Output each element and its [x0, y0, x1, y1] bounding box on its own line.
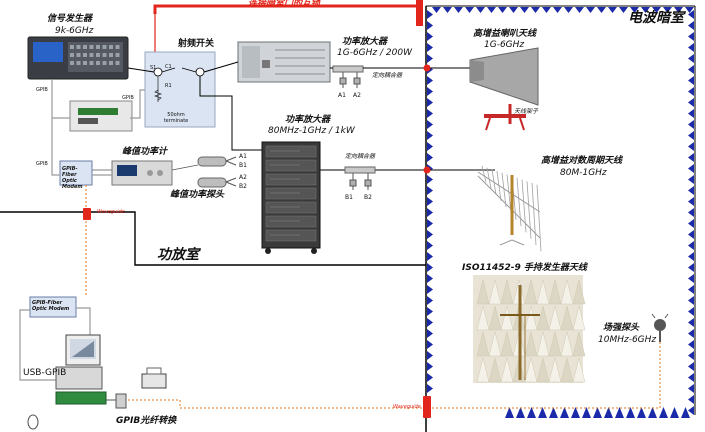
- meter-port-a1: A1: [239, 153, 247, 160]
- gpib-cables: [19, 79, 145, 381]
- meter-port-a2: A2: [239, 174, 247, 181]
- anechoic-chamber-wall: [425, 5, 696, 432]
- field-probe-range: 10MHz-6GHz: [598, 335, 657, 345]
- signal-generator-device: [27, 36, 129, 80]
- switch-port-r1: R1: [165, 83, 172, 89]
- coupler-1-port-a1: A1: [338, 92, 346, 99]
- switch-port-c1: C1: [165, 64, 172, 70]
- coupler-1-port-a2: A2: [353, 92, 361, 99]
- meter-port-b2: B2: [239, 183, 247, 190]
- horn-antenna-title: 高增益喇叭天线: [473, 29, 537, 39]
- coupler-1-label: 定向耦合器: [372, 72, 403, 79]
- amplifier-2-spec: 80MHz-1GHz / 1kW: [268, 126, 355, 136]
- gpib-fiber-converter-label: GPIB光纤转换: [116, 416, 177, 426]
- signal-generator-title: 信号发生器: [47, 14, 93, 24]
- coupler-2-port-b2: B2: [364, 194, 372, 201]
- fiber-modem-1-label: GPIB-Fiber Optic Modem: [62, 166, 83, 190]
- printer-device: [141, 367, 167, 389]
- field-probe-device: [651, 313, 669, 342]
- peak-power-probes: [197, 156, 237, 188]
- rf-cables: [90, 61, 495, 171]
- coupler-2-port-b1: B1: [345, 194, 353, 201]
- gpib-fiber-converter-box: [115, 393, 127, 409]
- waveguide-markers: [83, 208, 431, 418]
- peak-power-meter-device: [111, 160, 173, 186]
- amplifier-1-title: 功率放大器: [342, 37, 388, 47]
- amplifier-2-title: 功率放大器: [285, 115, 331, 125]
- fiber-optic-lines: [85, 185, 661, 409]
- waveguide-label-1: Waveguide: [97, 209, 125, 215]
- rf-switch-label: 射频开关: [178, 39, 215, 49]
- power-amplifier-2-device: [261, 141, 321, 254]
- amp-room-boundary: [0, 211, 426, 266]
- lpda-antenna-device: [477, 165, 542, 252]
- waveguide-label-2: Waveguide: [393, 404, 421, 410]
- iso-antenna-label: ISO11452-9 手持发生器天线: [462, 263, 587, 273]
- gpib-label-1: GPIB: [36, 87, 48, 93]
- usb-gpib-label: USB-GPIB: [23, 368, 67, 378]
- peak-probe-label: 峰值功率探头: [170, 190, 225, 200]
- iso-antenna-photo: [473, 275, 586, 383]
- power-amplifier-1-device: [237, 41, 331, 83]
- bulkhead-connectors: [423, 64, 431, 174]
- rf-switch-box: [144, 51, 216, 128]
- computer-workstation: [55, 334, 107, 405]
- gpib-label-2: GPIB: [122, 95, 134, 101]
- switch-terminate-label: 50ohm terminate: [163, 112, 189, 124]
- meter-port-b1: B1: [239, 162, 247, 169]
- field-probe-title: 场强探头: [603, 323, 640, 333]
- lpda-antenna-range: 80M-1GHz: [560, 168, 607, 178]
- mouse-device: [27, 414, 39, 430]
- switch-port-s1: S1: [150, 65, 157, 71]
- switch-controller-device: [69, 100, 133, 132]
- fiber-modem-1-box: [59, 160, 93, 186]
- fiber-modem-2-box: [29, 296, 77, 318]
- lpda-antenna-title: 高增益对数周期天线: [541, 156, 623, 166]
- fiber-modem-2-label: GPIB-Fiber Optic Modem: [32, 300, 70, 312]
- gpib-label-3: GPIB: [36, 161, 48, 167]
- peak-meter-label: 峰值功率计: [122, 147, 168, 157]
- horn-antenna-range: 1G-6GHz: [484, 40, 525, 50]
- signal-generator-range: 9k-6GHz: [55, 26, 94, 36]
- directional-coupler-1: [332, 65, 364, 88]
- antenna-stand-label: 天线架子: [514, 108, 539, 115]
- directional-coupler-2: [344, 166, 376, 190]
- interlock-label: 连接暗室门的互锁: [248, 0, 321, 9]
- amp-room-label: 功放室: [157, 247, 199, 263]
- coupler-2-label: 定向耦合器: [345, 153, 376, 160]
- amplifier-1-spec: 1G-6GHz / 200W: [337, 48, 412, 58]
- horn-antenna-device: [469, 47, 539, 131]
- anechoic-chamber-label: 电波暗室: [628, 10, 684, 26]
